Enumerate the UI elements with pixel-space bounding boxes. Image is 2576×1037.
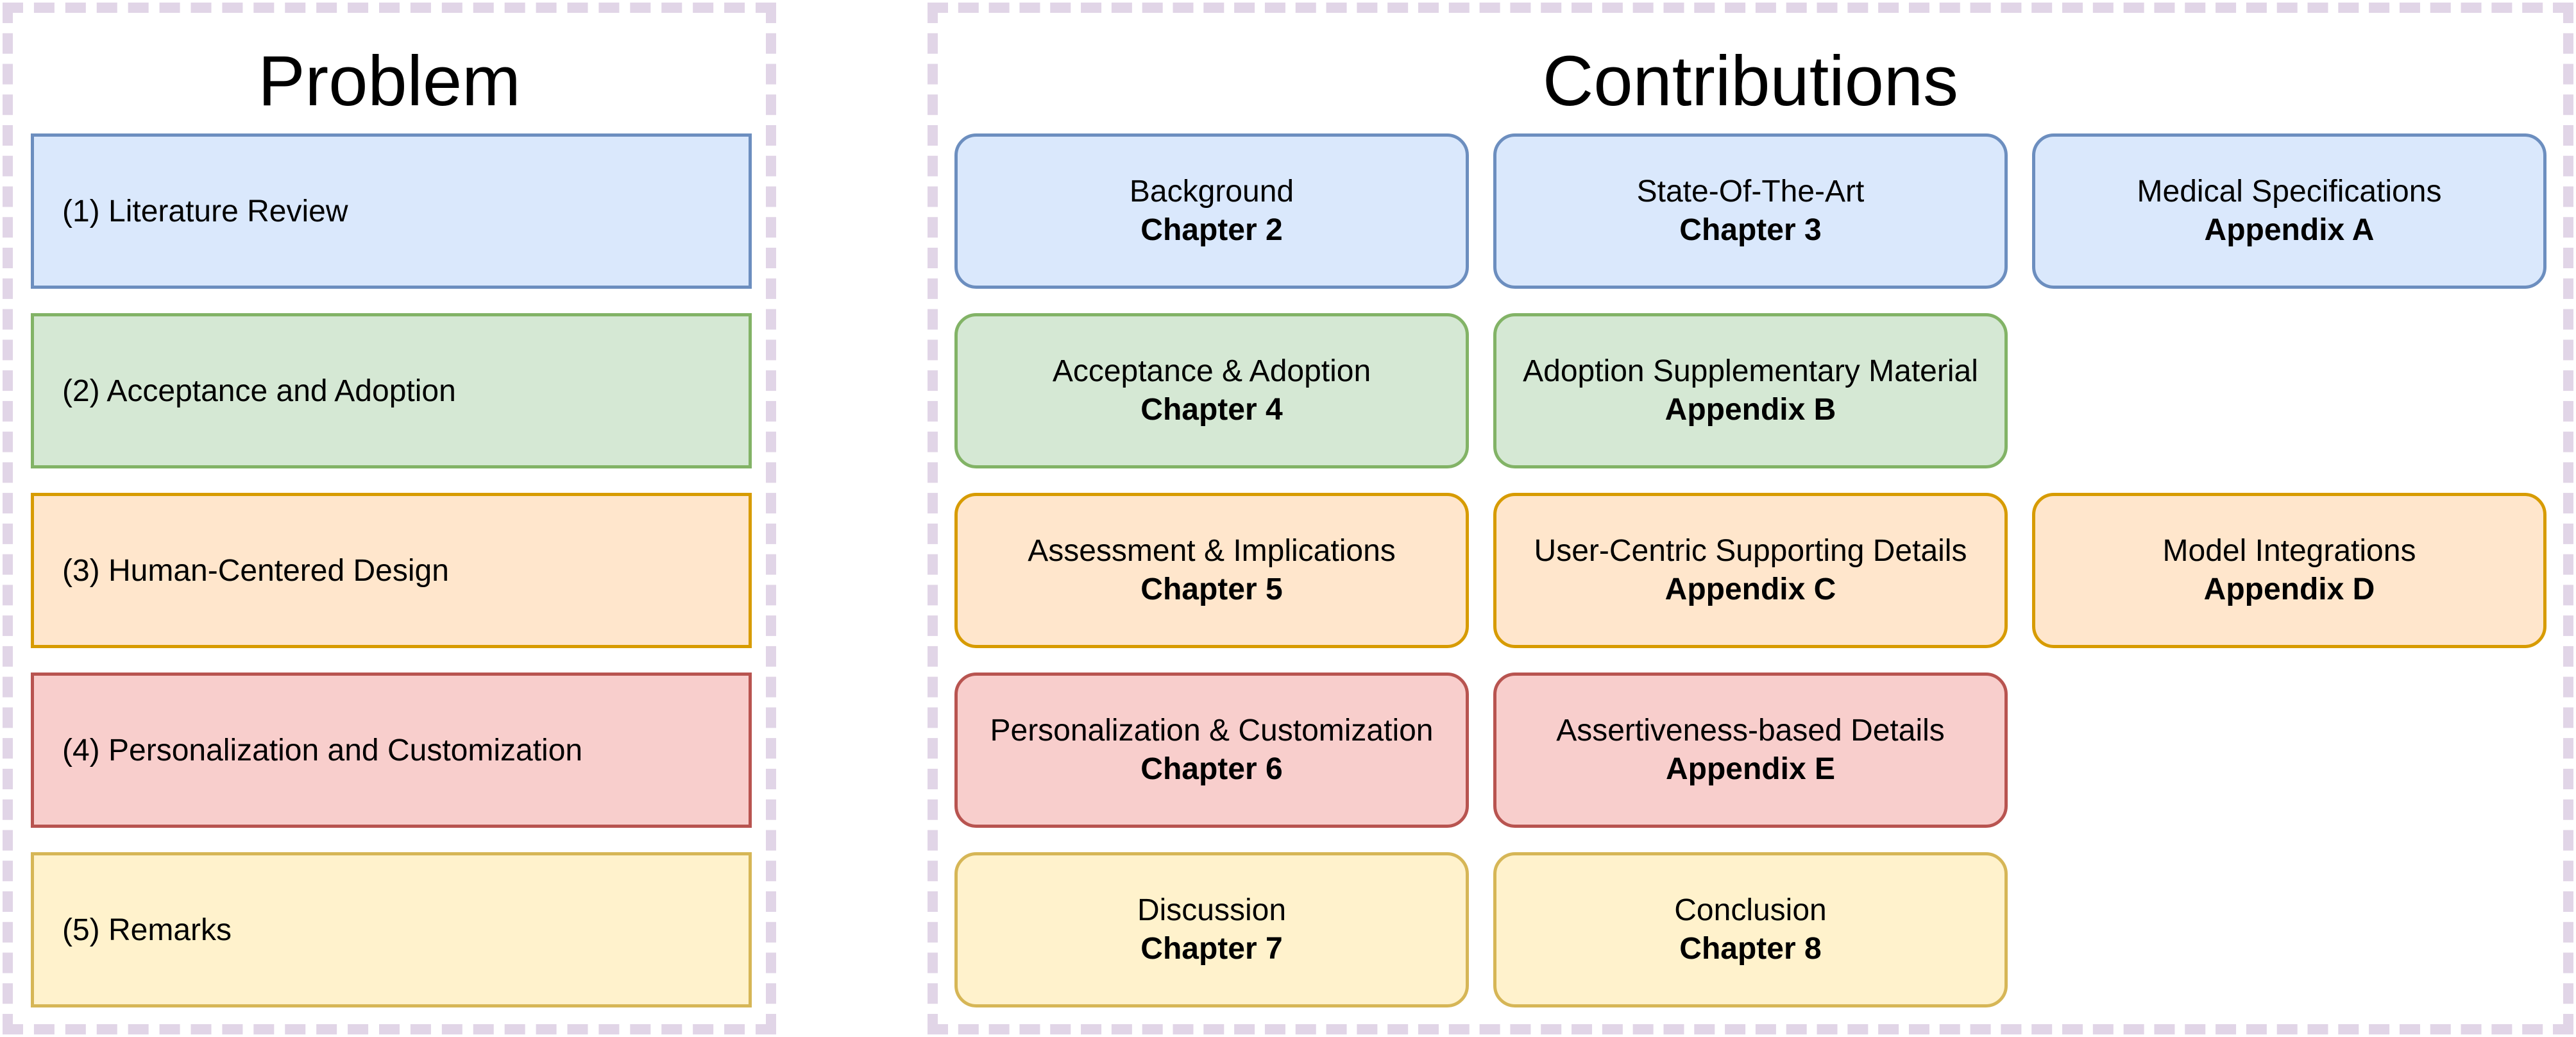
contributions-group-frame [928,3,2573,1034]
contribution-name: Acceptance & Adoption [1052,354,1371,388]
contribution-ref: Chapter 2 [1140,213,1283,247]
contribution-ref: Chapter 7 [1140,932,1283,966]
contribution-assessment-implications: Assessment & Implications Chapter 5 [954,493,1469,648]
contribution-adoption-supplementary: Adoption Supplementary Material Appendix… [1493,313,2008,468]
contribution-ref: Chapter 4 [1140,393,1283,427]
problem-item-personalization: (4) Personalization and Customization [31,673,752,828]
contribution-name: Adoption Supplementary Material [1523,354,1978,388]
contribution-ref: Chapter 8 [1679,932,1822,966]
contribution-name: Assertiveness-based Details [1556,714,1945,748]
contribution-user-centric-details: User-Centric Supporting Details Appendix… [1493,493,2008,648]
problem-item-label: (2) Acceptance and Adoption [62,373,456,408]
contribution-name: Personalization & Customization [990,714,1434,748]
contribution-name: Conclusion [1674,893,1827,927]
problem-title: Problem [258,42,521,121]
contribution-ref: Appendix E [1665,752,1836,786]
contribution-ref: Chapter 5 [1140,572,1283,606]
problem-group-frame [3,3,776,1034]
contribution-acceptance-adoption: Acceptance & Adoption Chapter 4 [954,313,1469,468]
contribution-name: Model Integrations [2162,534,2416,568]
contribution-name: Background [1129,175,1294,209]
problem-item-literature-review: (1) Literature Review [31,133,752,289]
contribution-discussion: Discussion Chapter 7 [954,852,1469,1007]
contribution-state-of-the-art: State-Of-The-Art Chapter 3 [1493,133,2008,289]
contribution-personalization: Personalization & Customization Chapter … [954,673,1469,828]
contribution-ref: Appendix C [1665,572,1836,606]
contribution-assertiveness-details: Assertiveness-based Details Appendix E [1493,673,2008,828]
contribution-name: Discussion [1137,893,1287,927]
contribution-name: Assessment & Implications [1028,534,1396,568]
contribution-name: User-Centric Supporting Details [1534,534,1967,568]
contribution-name: Medical Specifications [2137,175,2442,209]
problem-item-label: (1) Literature Review [62,194,348,228]
contribution-ref: Chapter 3 [1679,213,1822,247]
contribution-conclusion: Conclusion Chapter 8 [1493,852,2008,1007]
contribution-name: State-Of-The-Art [1636,175,1865,209]
problem-item-human-centered-design: (3) Human-Centered Design [31,493,752,648]
problem-item-remarks: (5) Remarks [31,852,752,1007]
problem-item-label: (4) Personalization and Customization [62,733,583,767]
problem-item-label: (5) Remarks [62,913,232,947]
contribution-medical-specifications: Medical Specifications Appendix A [2032,133,2546,289]
contribution-model-integrations: Model Integrations Appendix D [2032,493,2546,648]
contribution-ref: Appendix B [1665,393,1836,427]
contribution-ref: Appendix D [2203,572,2375,606]
contribution-ref: Chapter 6 [1140,752,1283,786]
contribution-ref: Appendix A [2204,213,2375,247]
problem-item-label: (3) Human-Centered Design [62,553,449,588]
problem-item-acceptance-adoption: (2) Acceptance and Adoption [31,313,752,468]
contribution-background: Background Chapter 2 [954,133,1469,289]
contributions-title: Contributions [1542,42,1959,121]
